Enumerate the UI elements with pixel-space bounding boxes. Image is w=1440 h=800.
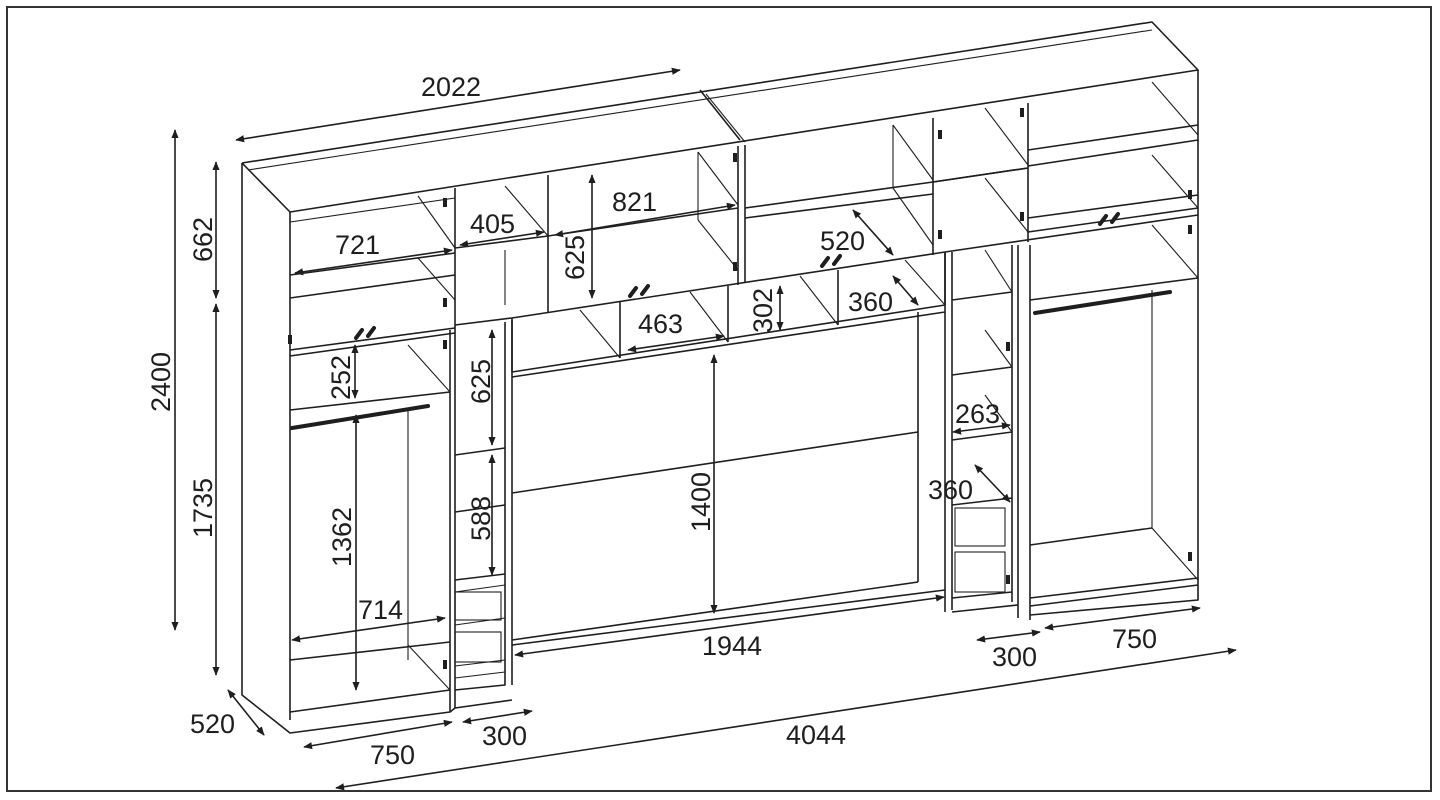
dim-bridge-compartment-width: 463 — [638, 309, 683, 339]
dim-third-top-shelf-width: 821 — [612, 187, 657, 217]
dim-total-height: 2400 — [146, 352, 176, 412]
dim-middle-opening-height: 1400 — [686, 472, 716, 532]
dim-top-section-height: 662 — [188, 217, 218, 262]
dim-total-length: 4044 — [786, 720, 846, 750]
dim-middle-opening-width: 1944 — [702, 631, 762, 661]
dim-depth: 520 — [190, 709, 235, 739]
dim-right-shelf-column-width: 300 — [992, 642, 1037, 672]
dim-right-wardrobe-width: 750 — [1112, 624, 1157, 654]
dim-top-compartment-height: 625 — [560, 235, 590, 280]
dim-bridge-compartment-height: 302 — [748, 288, 778, 333]
dim-hanging-height: 1362 — [327, 507, 357, 567]
left-hanging-rail — [290, 404, 430, 430]
dim-left-top-shelf-width: 721 — [335, 230, 380, 260]
dimension-labels: 4044 2022 2400 662 1735 520 750 750 300 … — [146, 72, 1157, 770]
right-hanging-rail — [1033, 290, 1172, 315]
dim-right-column-shelf-depth: 360 — [928, 475, 973, 505]
dim-left-column-top-height: 625 — [466, 359, 496, 404]
handle-marks — [354, 212, 1120, 340]
dim-second-top-shelf-width: 405 — [470, 209, 515, 239]
dim-top-section-length: 2022 — [421, 72, 481, 102]
hinge-marks — [288, 108, 1192, 669]
dim-left-column-mid-height: 588 — [466, 496, 496, 541]
cabinet-body — [241, 21, 1199, 734]
dim-rail-width: 714 — [358, 595, 403, 625]
dim-left-wardrobe-width: 750 — [370, 740, 415, 770]
hanging-rods — [290, 290, 1172, 430]
dim-bottom-section-height: 1735 — [188, 478, 218, 538]
dim-right-top-shelf-depth: 520 — [820, 226, 865, 256]
dimension-lines — [171, 67, 1237, 791]
dim-left-shelf-column-width: 300 — [482, 721, 527, 751]
dim-bridge-shelf-depth: 360 — [848, 287, 893, 317]
dim-left-upper-compartment-height: 252 — [326, 355, 356, 400]
dim-right-column-shelf-width: 263 — [955, 399, 1000, 429]
